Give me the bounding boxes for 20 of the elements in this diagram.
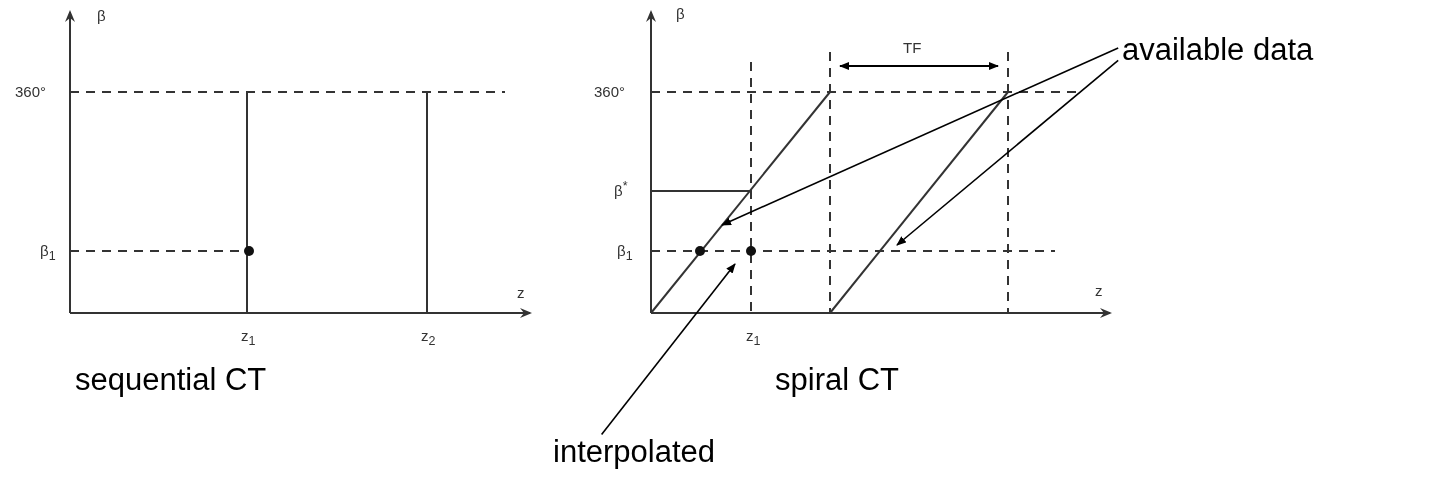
axis-label: β$^{*}$	[614, 180, 628, 198]
axis-label: β$_{1}$	[617, 243, 633, 263]
axis-label: z$_{2}$	[421, 328, 436, 348]
axis-label: β	[97, 8, 106, 23]
panel-caption: sequential CT	[75, 364, 267, 395]
leader-arrow	[721, 47, 1119, 226]
leader-arrow	[896, 59, 1119, 246]
axis-label: 360°	[15, 84, 47, 99]
axis-label: z$_{1}$	[241, 328, 256, 348]
axis-label: z	[517, 285, 525, 300]
leader-arrow	[600, 263, 736, 436]
axis-label: β	[676, 6, 685, 21]
axis-label: 360°	[594, 84, 626, 99]
axis-label: β$_{1}$	[40, 243, 56, 263]
axis-label: TF	[903, 40, 922, 55]
axis-label: z$_{1}$	[746, 328, 761, 348]
callout-text: interpolated	[553, 436, 715, 467]
axis-label: z	[1095, 283, 1103, 298]
callout-text: available data	[1122, 34, 1314, 65]
panel-caption: spiral CT	[775, 364, 899, 395]
